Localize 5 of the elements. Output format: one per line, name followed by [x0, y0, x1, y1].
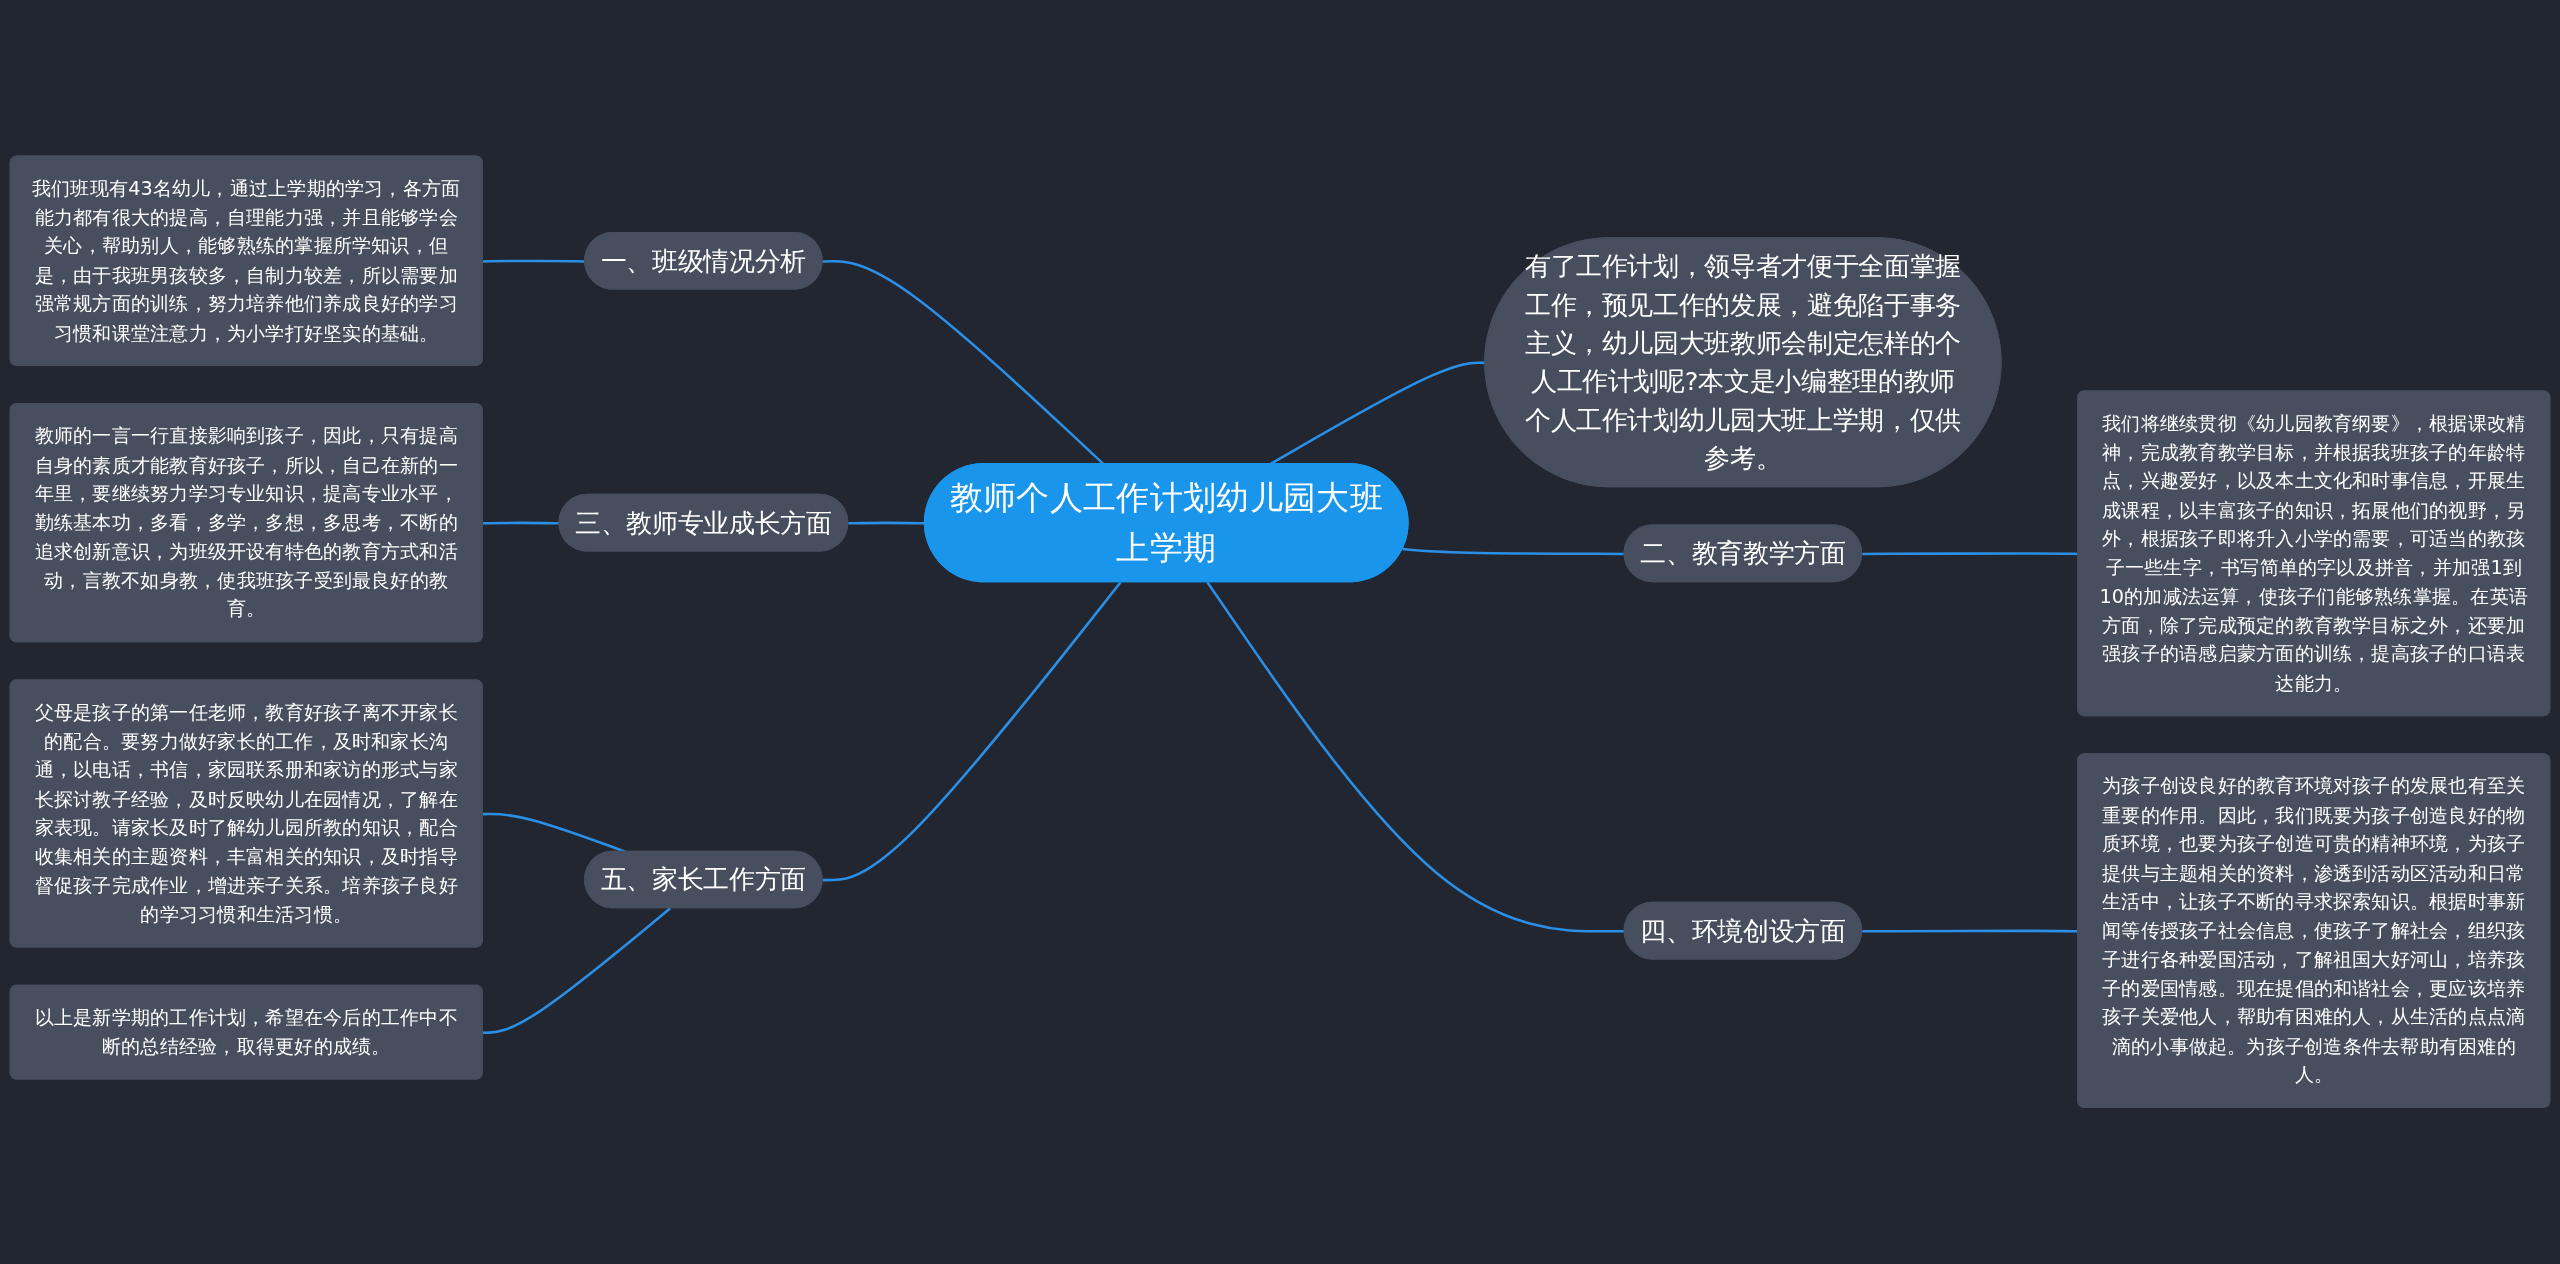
connector	[822, 581, 1122, 882]
connector	[482, 521, 560, 525]
connector	[1206, 581, 1625, 933]
connector	[1402, 548, 1625, 556]
connector	[482, 907, 672, 1035]
